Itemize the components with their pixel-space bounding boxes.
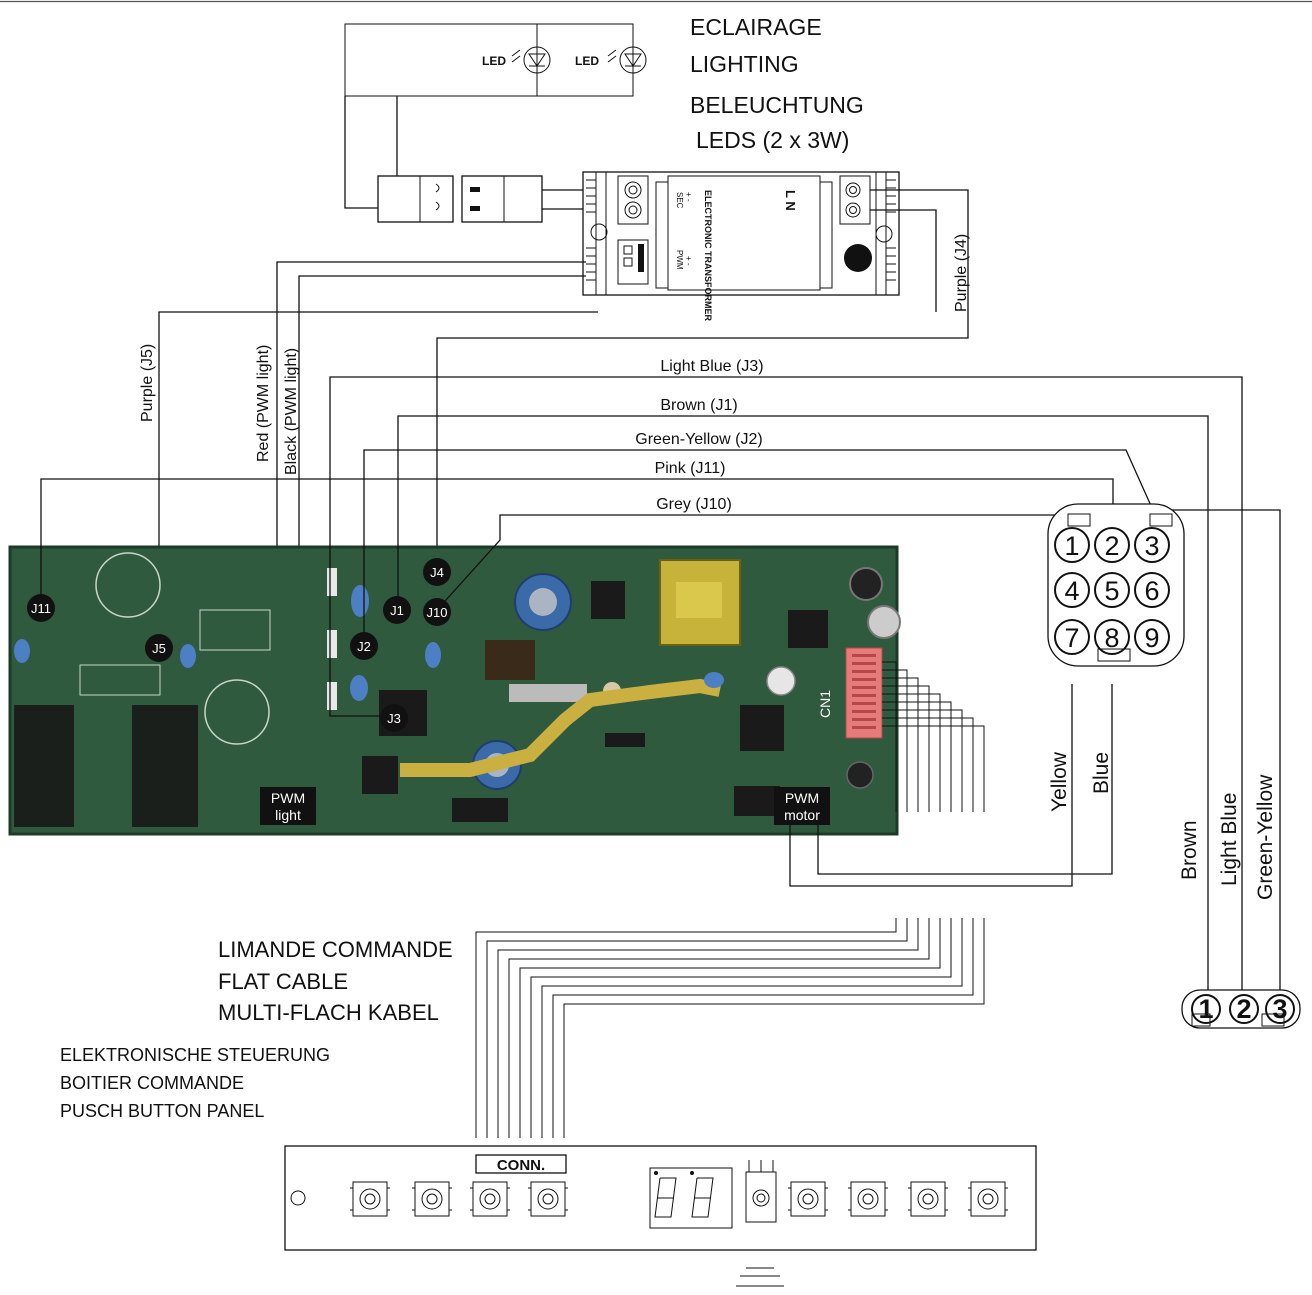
transformer-pwm-polarity: + - [684, 256, 693, 266]
svg-text:J10: J10 [427, 605, 448, 620]
led-label-2: LED [575, 54, 599, 68]
svg-text:J2: J2 [357, 639, 371, 654]
svg-text:9: 9 [1144, 623, 1159, 653]
flat-cable-en: FLAT CABLE [218, 969, 348, 994]
panel-button-3[interactable] [470, 1181, 510, 1217]
cn1-label: CN1 [817, 690, 833, 718]
wire-label-green-yellow-j2: Green-Yellow (J2) [635, 431, 762, 448]
svg-text:J5: J5 [152, 641, 166, 656]
electronic-transformer: ELECTRONIC TRANSFORMER L N SEC PWM + - +… [582, 171, 900, 321]
connector3-pin-3: 3 [1265, 994, 1295, 1024]
flat-cable [475, 661, 985, 1138]
transformer-sec-polarity: + - [684, 192, 693, 202]
connector9-pin-7: 7 [1054, 619, 1090, 655]
panel-label-en: PUSCH BUTTON PANEL [60, 1101, 264, 1121]
svg-text:4: 4 [1064, 576, 1079, 606]
pwm-light-label-2: light [275, 807, 301, 823]
led-connector [377, 175, 583, 223]
panel-button-8[interactable] [968, 1181, 1008, 1217]
svg-text:5: 5 [1104, 576, 1119, 606]
panel-button-2[interactable] [412, 1181, 452, 1217]
connector3-pin-1: 1 [1191, 994, 1221, 1024]
board-tag-j3: J3 [380, 704, 408, 732]
board-tag-j2: J2 [350, 632, 378, 660]
panel-button-4[interactable] [528, 1181, 568, 1217]
control-board: CN1 PWM light PWM motor [8, 545, 901, 836]
svg-text:8: 8 [1104, 623, 1119, 653]
conn-label: CONN. [497, 1157, 545, 1174]
wire-label-blue: Blue [1090, 752, 1113, 794]
connector9-pin-8: 8 [1094, 619, 1130, 655]
lighting-title-de: BELEUCHTUNG [690, 92, 864, 118]
wire-label-red-pwm: Red (PWM light) [255, 345, 272, 462]
svg-text:J3: J3 [387, 711, 401, 726]
board-tag-j5: J5 [145, 634, 173, 662]
svg-text:J4: J4 [430, 565, 444, 580]
svg-text:2: 2 [1104, 531, 1119, 561]
wire-label-brown: Brown [1178, 820, 1201, 880]
wire-label-black-pwm: Black (PWM light) [283, 348, 300, 475]
led-icon-2 [607, 46, 647, 74]
leds-spec: LEDS (2 x 3W) [696, 127, 849, 153]
led-circuit: LED LED [344, 23, 647, 97]
panel-label-de: ELEKTRONISCHE STEUERUNG [60, 1045, 330, 1065]
lighting-title-fr: ECLAIRAGE [690, 14, 822, 40]
svg-text:J1: J1 [390, 603, 404, 618]
board-tag-j10: J10 [423, 598, 451, 626]
transformer-ln: L N [783, 190, 798, 211]
panel-label-fr: BOITIER COMMANDE [60, 1073, 244, 1093]
panel-button-6[interactable] [848, 1181, 888, 1217]
push-button-panel: CONN. [284, 1145, 1037, 1251]
wire-label-purple-j5: Purple (J5) [139, 344, 156, 422]
wire-label-green-yellow: Green-Yellow [1254, 774, 1277, 900]
svg-text:1: 1 [1064, 531, 1079, 561]
lighting-title-en: LIGHTING [690, 51, 799, 77]
svg-text:3: 3 [1272, 994, 1287, 1024]
wire-label-grey-j10: Grey (J10) [656, 496, 732, 513]
wire-label-light-blue-j3: Light Blue (J3) [660, 358, 763, 375]
connector3-pin-2: 2 [1229, 994, 1259, 1024]
led-icon-1 [511, 46, 551, 74]
wire-label-purple-j4: Purple (J4) [953, 234, 970, 312]
connector9-pin-6: 6 [1134, 572, 1170, 608]
connector9-pin-4: 4 [1054, 572, 1090, 608]
svg-text:7: 7 [1064, 623, 1079, 653]
led-label-1: LED [482, 54, 506, 68]
ground-icon [736, 1267, 784, 1287]
seven-segment-display [649, 1167, 733, 1229]
pwm-motor-label-1: PWM [785, 790, 819, 806]
wire-label-yellow: Yellow [1048, 751, 1071, 812]
connector9-pin-5: 5 [1094, 572, 1130, 608]
panel-button-1[interactable] [350, 1181, 390, 1217]
connector9-pin-3: 3 [1134, 527, 1170, 563]
connector9-pin-1: 1 [1054, 527, 1090, 563]
pwm-motor-label-2: motor [784, 807, 820, 823]
svg-text:3: 3 [1144, 531, 1159, 561]
board-tag-j4: J4 [423, 558, 451, 586]
wire-label-light-blue: Light Blue [1218, 793, 1241, 886]
flat-cable-de: MULTI-FLACH KABEL [218, 1000, 439, 1025]
svg-text:J11: J11 [31, 601, 51, 616]
flat-cable-fr: LIMANDE COMMANDE [218, 937, 453, 962]
panel-button-5[interactable] [788, 1181, 828, 1217]
transformer-sec: SEC [675, 192, 684, 209]
svg-text:1: 1 [1198, 994, 1213, 1024]
wire-label-pink-j11: Pink (J11) [655, 460, 726, 477]
board-tag-j11: J11 [27, 594, 55, 622]
wire-label-brown-j1: Brown (J1) [660, 397, 737, 414]
transformer-name: ELECTRONIC TRANSFORMER [703, 190, 713, 321]
svg-text:6: 6 [1144, 576, 1159, 606]
transformer-pwm: PWM [675, 250, 684, 270]
connector9-pin-9: 9 [1134, 619, 1170, 655]
svg-text:2: 2 [1236, 994, 1251, 1024]
pwm-light-label-1: PWM [271, 790, 305, 806]
board-tag-j1: J1 [383, 596, 411, 624]
connector9-pin-2: 2 [1094, 527, 1130, 563]
panel-button-7[interactable] [908, 1181, 948, 1217]
